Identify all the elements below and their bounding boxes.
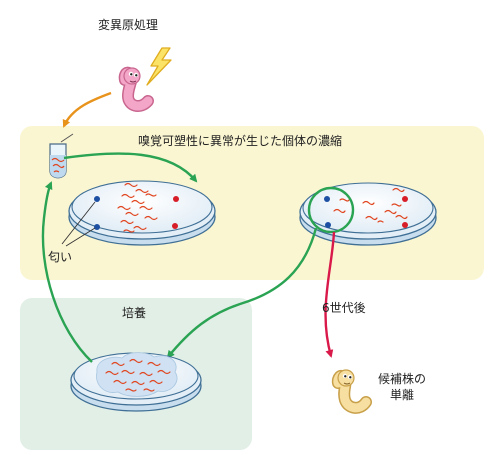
isolation-label-line2: 単離 — [390, 388, 415, 402]
control-spot-right — [402, 196, 408, 202]
transfer-arrow-to-dish — [63, 152, 198, 183]
odor-spot-left — [94, 196, 100, 202]
worm-cluster — [117, 182, 158, 233]
control-spot-right — [172, 223, 178, 229]
bacterial-lawn — [96, 352, 178, 397]
control-spot-right — [402, 222, 408, 228]
generations-arrow — [324, 231, 336, 358]
recycle-arrow — [41, 181, 93, 363]
lightning-icon — [146, 47, 172, 86]
generations-label: 6世代後 — [322, 301, 366, 315]
culture-dish — [70, 352, 202, 412]
test-tube-icon — [49, 133, 74, 179]
odor-spot-left — [94, 224, 100, 230]
isolation-label-line1: 候補株の — [378, 372, 427, 386]
mutagenized-worm-icon — [118, 66, 154, 112]
odor-pointer-line — [65, 227, 96, 247]
mutagenesis-arrow — [62, 91, 112, 128]
selection-circle — [307, 186, 355, 234]
odor-pointer-line — [61, 201, 96, 245]
enrichment-label: 嗅覚可塑性に異常が生じた個体の濃縮 — [138, 134, 343, 148]
transfer-arrow-to-culture — [166, 227, 318, 359]
worm-population — [105, 358, 171, 392]
odor-spot-left — [324, 196, 330, 202]
chemotaxis-dish-right — [299, 182, 437, 246]
odor-spot-left — [325, 222, 331, 228]
worm-scatter — [333, 187, 408, 223]
mutagenesis-label: 変異原処理 — [98, 18, 159, 32]
culture-label: 培養 — [122, 306, 147, 320]
isolated-strain-worm-icon — [331, 369, 372, 414]
odor-label: 匂い — [48, 250, 73, 264]
control-spot-right — [173, 196, 179, 202]
